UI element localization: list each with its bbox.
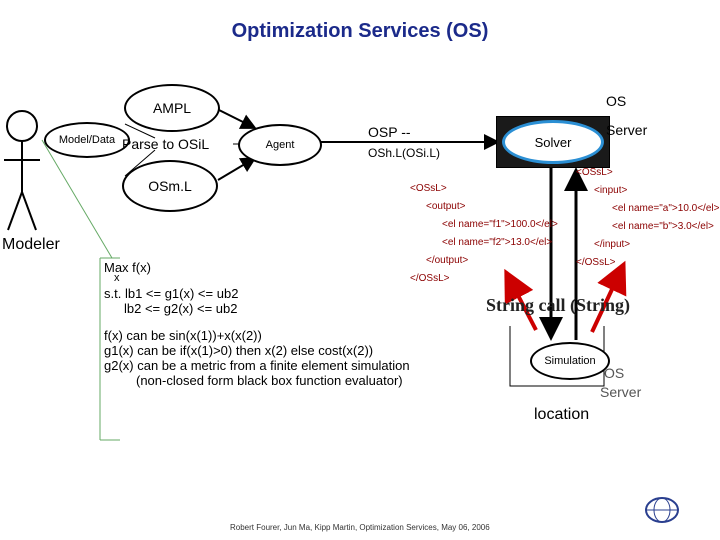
math-block: Max f(x) x s.t. lb1 <= g1(x) <= ub2 lb2 … xyxy=(104,260,410,388)
os-server-top-line2: Server xyxy=(606,122,648,138)
osrl-line: <el name="f1">100.0</el> xyxy=(442,219,558,230)
math-line: g1(x) can be if(x(1)>0) then x(2) else c… xyxy=(104,343,374,358)
parse-label: Parse to OSiL xyxy=(122,136,210,152)
osil-input-block: <OSsL> <input> <el name="a">10.0</el> <e… xyxy=(576,164,719,272)
math-line: Max f(x) xyxy=(104,260,151,275)
page-title: Optimization Services (OS) xyxy=(231,20,489,42)
string-call-label: String call (String) xyxy=(486,295,630,315)
osrl-line: </OSsL> xyxy=(410,273,450,284)
os-server-bottom-line2: Server xyxy=(600,384,642,400)
osrl-line: <el name="f2">13.0</el> xyxy=(442,237,553,248)
simulation-node: Simulation xyxy=(530,342,610,380)
modeler-label: Modeler xyxy=(2,236,60,253)
agent-node: Agent xyxy=(238,124,322,166)
location-label: location xyxy=(534,406,590,423)
osrl-line: <output> xyxy=(426,201,466,212)
osp-label: OSP -- xyxy=(368,124,411,140)
oshl-label: OSh.L(OSi.L) xyxy=(368,146,441,160)
osrl-line: </output> xyxy=(426,255,469,266)
solver-node: Solver xyxy=(502,120,604,164)
math-line: f(x) can be sin(x(1))+x(x(2)) xyxy=(104,328,262,343)
osil-line: <el name="b">3.0</el> xyxy=(612,221,714,232)
osrl-output-block: <OSsL> <output> <el name="f1">100.0</el>… xyxy=(410,180,558,288)
osrl-line: <OSsL> xyxy=(410,183,447,194)
os-server-top-line1: OS xyxy=(606,93,627,109)
model-data-node: Model/Data xyxy=(44,122,130,158)
math-line: lb2 <= g2(x) <= ub2 xyxy=(124,301,238,316)
osml-node: OSm.L xyxy=(122,160,218,212)
math-line: s.t. lb1 <= g1(x) <= ub2 xyxy=(104,286,239,301)
math-line: x xyxy=(114,272,120,284)
ampl-node: AMPL xyxy=(124,84,220,132)
math-line: (non-closed form black box function eval… xyxy=(136,373,403,388)
osil-line: </OSsL> xyxy=(576,257,616,268)
math-line: g2(x) can be a metric from a finite elem… xyxy=(104,358,410,373)
footer-credit: Robert Fourer, Jun Ma, Kipp Martin, Opti… xyxy=(230,523,490,532)
osil-line: </input> xyxy=(594,239,631,250)
solver-server-box: Solver xyxy=(496,116,610,168)
modeler-figure xyxy=(4,110,40,231)
osil-line: <OSsL> xyxy=(576,167,613,178)
osil-line: <el name="a">10.0</el> xyxy=(612,203,720,214)
os-server-bottom-line1: OS xyxy=(604,365,625,381)
osil-line: <input> xyxy=(594,185,628,196)
